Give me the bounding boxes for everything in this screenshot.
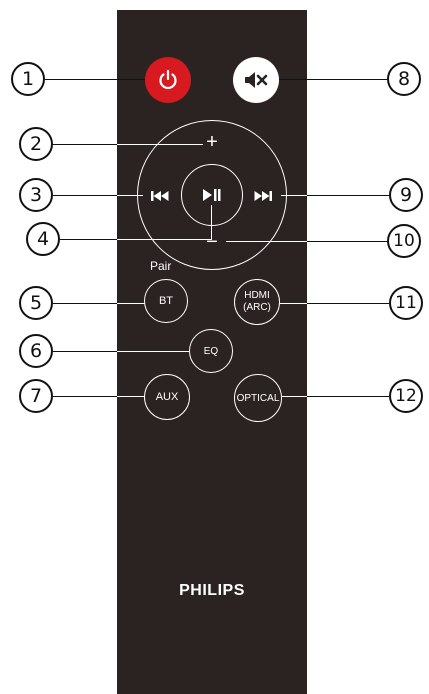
callout-10: 10 bbox=[387, 224, 421, 258]
bt-label: BT bbox=[158, 294, 174, 307]
leader-line-11-inner bbox=[280, 303, 307, 304]
next-track-button[interactable] bbox=[249, 185, 277, 207]
callout-4: 4 bbox=[26, 222, 60, 256]
leader-line-5 bbox=[53, 303, 117, 304]
leader-line-9-inner bbox=[281, 195, 307, 196]
leader-line-10-inner bbox=[226, 241, 307, 242]
hdmi-arc-button[interactable]: HDMI (ARC) bbox=[234, 279, 280, 325]
leader-line-3-inner bbox=[117, 195, 143, 196]
callout-11: 11 bbox=[389, 286, 423, 320]
power-icon bbox=[159, 69, 177, 90]
leader-line-6-inner bbox=[117, 351, 189, 352]
pair-label: Pair bbox=[150, 259, 172, 273]
leader-line-11 bbox=[307, 303, 389, 304]
optical-label: OPTICAL bbox=[236, 392, 280, 404]
callout-7: 7 bbox=[19, 379, 53, 413]
leader-line-12-inner bbox=[282, 396, 307, 397]
bt-button[interactable]: BT bbox=[144, 279, 188, 323]
leader-line-10 bbox=[307, 241, 387, 242]
leader-line-12 bbox=[307, 396, 389, 397]
leader-line-5-inner bbox=[117, 303, 145, 304]
callout-6: 6 bbox=[19, 334, 53, 368]
hdmi-arc-label: HDMI (ARC) bbox=[243, 290, 271, 313]
brand-logo-text: PHILIPS bbox=[179, 582, 245, 599]
eq-label: EQ bbox=[203, 345, 219, 357]
leader-line-4 bbox=[60, 239, 117, 240]
leader-line-6 bbox=[53, 351, 117, 352]
previous-track-icon bbox=[151, 191, 169, 201]
leader-line-7 bbox=[53, 396, 117, 397]
leader-line-8 bbox=[279, 79, 387, 80]
leader-line-4-inner bbox=[117, 239, 212, 240]
callout-5: 5 bbox=[19, 286, 53, 320]
leader-line-3 bbox=[53, 195, 117, 196]
play-pause-button[interactable] bbox=[181, 164, 243, 226]
power-button[interactable] bbox=[145, 57, 191, 103]
leader-line-2 bbox=[53, 144, 117, 145]
mute-button[interactable] bbox=[233, 57, 279, 103]
play-pause-icon bbox=[203, 189, 221, 201]
leader-line-7-inner bbox=[117, 396, 145, 397]
callout-3: 3 bbox=[19, 178, 53, 212]
leader-line-9 bbox=[307, 195, 389, 196]
callout-2: 2 bbox=[19, 127, 53, 161]
callout-1: 1 bbox=[11, 62, 45, 96]
volume-down-label: − bbox=[206, 231, 218, 253]
volume-up-label: + bbox=[206, 131, 218, 153]
callout-8: 8 bbox=[387, 62, 421, 96]
callout-9: 9 bbox=[389, 178, 423, 212]
volume-up-button[interactable]: + bbox=[198, 128, 226, 156]
volume-down-button[interactable]: − bbox=[198, 228, 226, 256]
mute-icon bbox=[245, 72, 268, 88]
aux-button[interactable]: AUX bbox=[144, 374, 190, 420]
leader-line-2-inner bbox=[117, 144, 203, 145]
next-track-icon bbox=[254, 191, 272, 201]
eq-button[interactable]: EQ bbox=[189, 329, 233, 373]
optical-button[interactable]: OPTICAL bbox=[234, 374, 282, 422]
callout-12: 12 bbox=[389, 379, 423, 413]
aux-label: AUX bbox=[155, 390, 179, 403]
leader-line-1 bbox=[45, 79, 145, 80]
leader-line-4-vertical bbox=[211, 205, 212, 239]
previous-track-button[interactable] bbox=[146, 185, 174, 207]
